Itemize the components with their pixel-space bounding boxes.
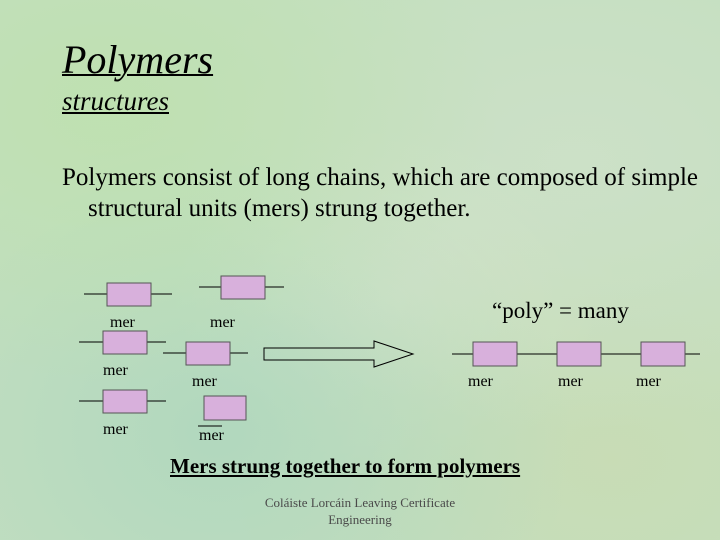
poly-definition: “poly” = many: [492, 298, 629, 323]
mer-label: mer: [468, 373, 493, 390]
mer-label: mer: [103, 362, 128, 379]
slide-subtitle: structures: [62, 86, 169, 116]
mer-label: mer: [199, 427, 224, 444]
chain-mer-1: [472, 341, 518, 367]
slide-footer: Coláiste Lorcáin Leaving Certificate Eng…: [264, 495, 456, 527]
mer-label: mer: [210, 314, 235, 331]
free-mer-1: [84, 282, 172, 307]
diagram-caption: Mers strung together to form polymers: [170, 454, 521, 478]
mer-label: mer: [636, 373, 661, 390]
chain-mer-3: [640, 341, 686, 367]
mer-label: mer: [558, 373, 583, 390]
transform-arrow: [263, 340, 415, 368]
free-mer-2: [199, 275, 284, 300]
mer-label: mer: [192, 373, 217, 390]
slide-title: Polymers: [62, 37, 214, 82]
free-mer-5: [79, 389, 166, 414]
mer-label: mer: [103, 421, 128, 438]
chain-mer-2: [556, 341, 602, 367]
slide-body-text: Polymers consist of long chains, which a…: [62, 164, 698, 222]
free-mer-4: [163, 341, 248, 366]
free-mer-3: [79, 330, 166, 355]
polymer-chain: [452, 341, 700, 367]
free-mer-6: [198, 395, 247, 427]
mer-label: mer: [110, 314, 135, 331]
